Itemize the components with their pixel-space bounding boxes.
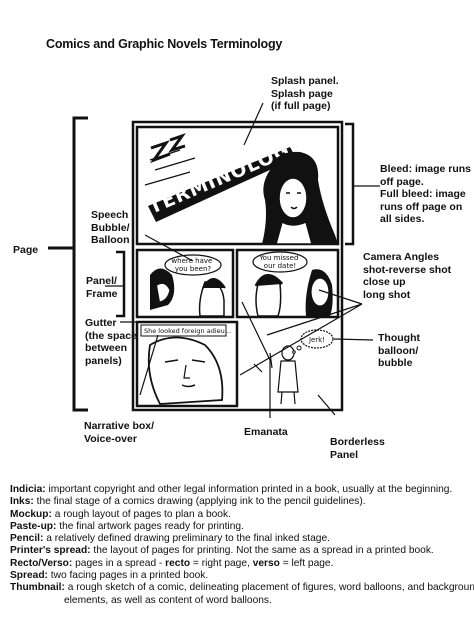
svg-text:where have you been?: where have you been?: [171, 257, 214, 273]
label-splash-panel: Splash panel. Splash page (if full page): [271, 75, 339, 112]
narrative-box-text: She looked foreign adieu…: [144, 327, 231, 335]
glossary-item-inks: Inks: the final stage of a comics drawin…: [10, 496, 366, 508]
label-bleed: Bleed: image runs off page. Full bleed: …: [380, 163, 472, 225]
glossary-item-recto-verso: Recto/Verso: pages in a spread - recto =…: [10, 557, 334, 569]
glossary-item-paste-up: Paste-up: the final artwork pages ready …: [10, 520, 244, 532]
svg-text:You missed our date!: You missed our date!: [258, 254, 300, 270]
glossary-item-indicia: Indicia: important copyright and other l…: [10, 484, 453, 495]
label-speech-bubble: Speech Bubble/ Balloon: [91, 209, 130, 246]
bleed-bracket: [345, 122, 355, 246]
glossary-item-spread: Spread: two facing pages in a printed bo…: [10, 570, 209, 582]
splash-panel: TERMINOLOGY: [135, 125, 340, 246]
glossary-item-mockup: Mockup: a rough layout of pages to plan …: [10, 508, 231, 520]
panel-bracket: [116, 250, 126, 318]
speech-balloon-2-line2: our date!: [264, 262, 296, 270]
label-gutter: Gutter (the space between panels): [85, 317, 137, 367]
label-narrative-box: Narrative box/ Voice-over: [84, 420, 155, 445]
leader-lines: [105, 102, 380, 418]
glossary-item-pencil: Pencil: a relatively defined drawing pre…: [10, 533, 330, 545]
label-panel-frame: Panel/ Frame: [86, 275, 118, 300]
label-borderless-panel: Borderless Panel: [330, 436, 385, 461]
label-camera-angles: Camera Angles shot-reverse shot close up…: [363, 251, 452, 301]
page-title: Comics and Graphic Novels Terminology: [46, 37, 283, 51]
label-thought-balloon: Thought balloon/ bubble: [378, 332, 420, 369]
speech-balloon-2-line1: You missed: [258, 254, 298, 262]
glossary-item-thumbnail: Thumbnail: a rough sketch of a comic, de…: [10, 582, 474, 606]
glossary-item-printers-spread: Printer's spread: the layout of pages fo…: [10, 545, 434, 557]
page-bracket: [72, 116, 88, 412]
panel-right-dialogue: You missed our date!: [235, 248, 340, 319]
panel-close-up: She looked foreign adieu…: [135, 320, 239, 408]
label-emanata: Emanata: [244, 426, 288, 438]
label-page: Page: [13, 244, 39, 256]
thought-balloon-text: Jerk!: [308, 336, 325, 344]
speech-balloon-line2: you been?: [175, 265, 212, 273]
glossary: Indicia: important copyright and other l…: [10, 484, 474, 607]
panel-left-dialogue: where have you been?: [135, 248, 235, 319]
